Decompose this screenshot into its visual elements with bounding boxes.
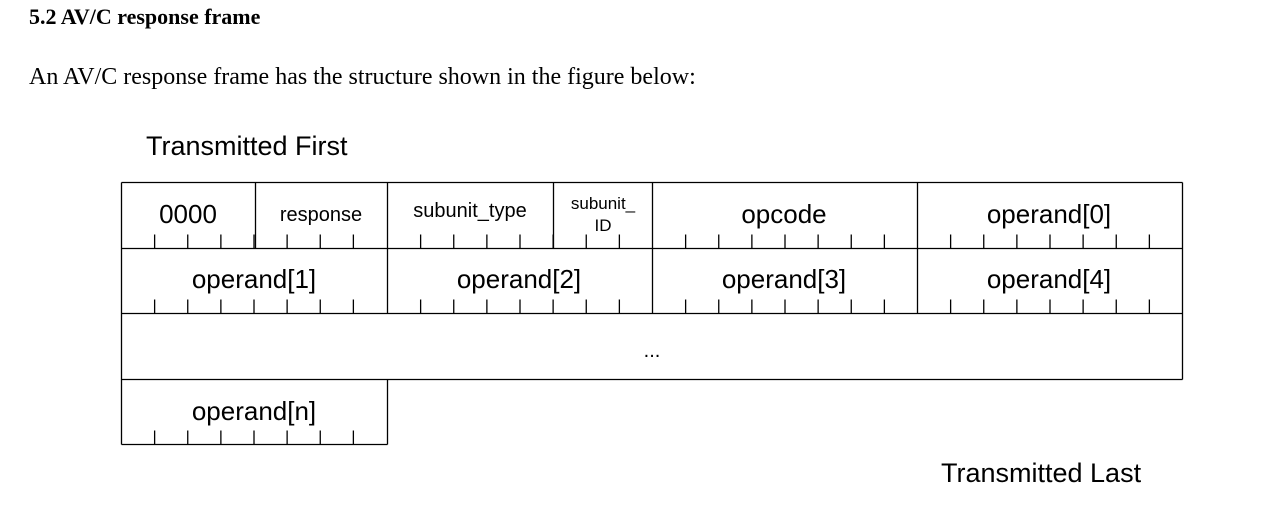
response-field: response xyxy=(280,204,362,226)
operand-3-field: operand[3] xyxy=(722,264,846,294)
ellipsis-row: ... xyxy=(644,340,661,362)
operand-1-field: operand[1] xyxy=(192,264,316,294)
subunit-id-field-line2: ID xyxy=(595,216,612,235)
bit-tick-marks xyxy=(153,234,1151,445)
operand-0-field: operand[0] xyxy=(987,199,1111,229)
operand-4-field: operand[4] xyxy=(987,264,1111,294)
section-heading: 5.2 AV/C response frame xyxy=(29,4,261,29)
transmitted-first-label: Transmitted First xyxy=(146,131,348,161)
section-paragraph: An AV/C response frame has the structure… xyxy=(29,64,696,90)
opcode-field: opcode xyxy=(741,199,826,229)
operand-2-field: operand[2] xyxy=(457,264,581,294)
operand-n-field: operand[n] xyxy=(192,396,316,426)
transmitted-last-label: Transmitted Last xyxy=(941,458,1142,488)
subunit-id-field-line1: subunit_ xyxy=(571,194,636,213)
ctype-field: 0000 xyxy=(159,199,217,229)
subunit-type-field: subunit_type xyxy=(413,200,526,222)
